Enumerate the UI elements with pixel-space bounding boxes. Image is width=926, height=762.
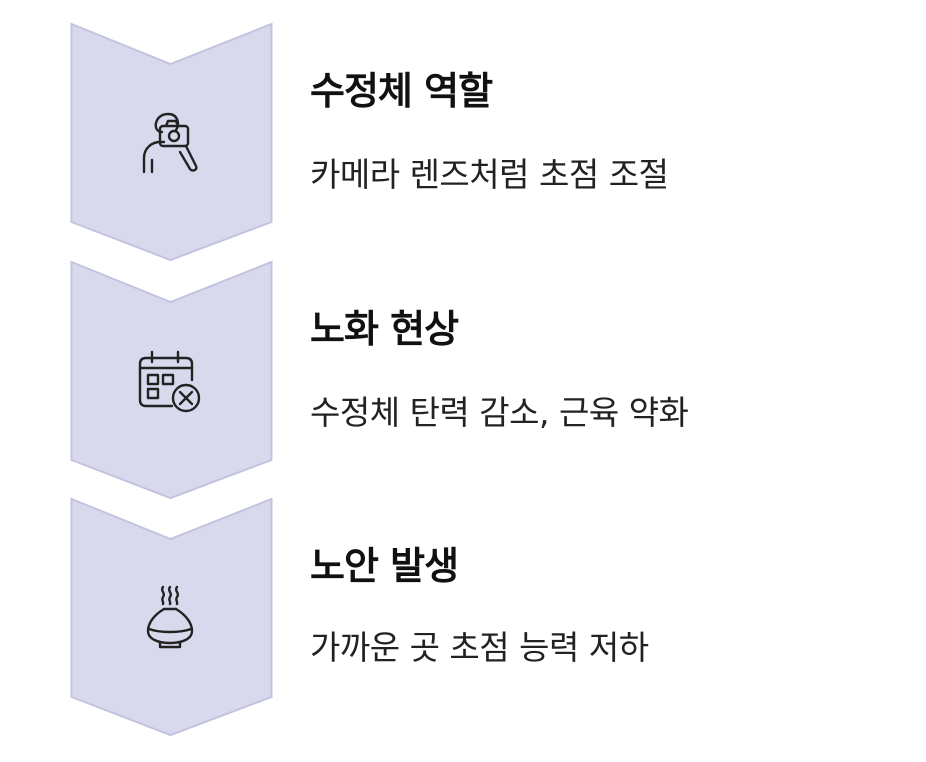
step-1: 수정체 역할 카메라 렌즈처럼 초점 조절	[0, 22, 926, 262]
step-description: 가까운 곳 초점 능력 저하	[310, 628, 649, 667]
steaming-diffuser-icon	[130, 583, 210, 663]
step-title: 노안 발생	[310, 544, 459, 588]
step-title: 수정체 역할	[310, 69, 493, 113]
person-camera-icon	[130, 102, 210, 182]
step-description: 카메라 렌즈처럼 초점 조절	[310, 155, 669, 194]
step-3-chevron	[70, 497, 273, 737]
step-title: 노화 현상	[310, 307, 459, 351]
step-description: 수정체 탄력 감소, 근육 약화	[310, 393, 689, 432]
calendar-cancel-icon	[130, 340, 210, 420]
step-3: 노안 발생 가까운 곳 초점 능력 저하	[0, 497, 926, 737]
step-2: 노화 현상 수정체 탄력 감소, 근육 약화	[0, 260, 926, 500]
step-2-chevron	[70, 260, 273, 500]
step-1-chevron	[70, 22, 273, 262]
